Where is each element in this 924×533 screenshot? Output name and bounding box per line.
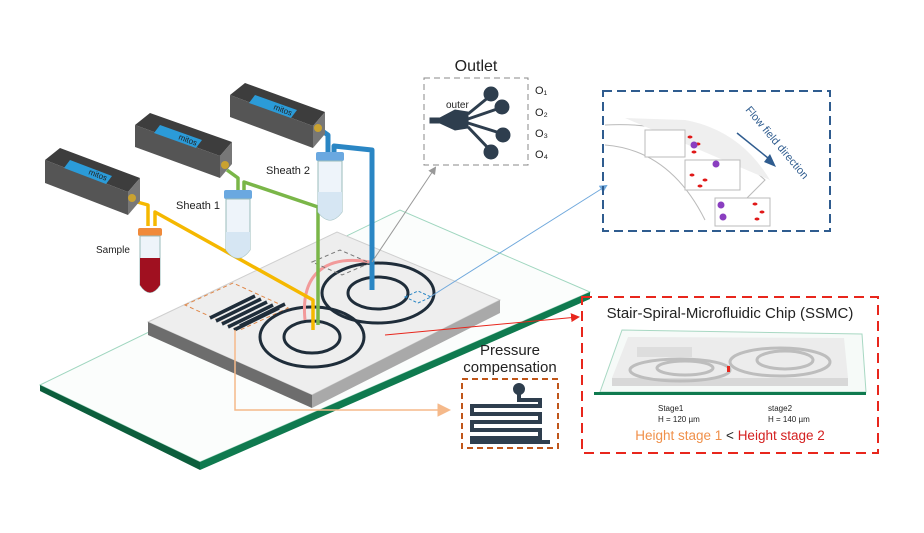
outlet-callout-arrow — [371, 166, 437, 263]
stage2-height: H = 140 µm — [768, 415, 810, 424]
outlet-channels — [429, 86, 511, 160]
sample-label: Sample — [96, 245, 130, 256]
sheath1-label: Sheath 1 — [176, 200, 220, 212]
ssmc-title: Stair-Spiral-Microfluidic Chip (SSMC) — [607, 305, 854, 322]
ssmc-chip-render — [594, 329, 867, 395]
channel-cross-sections — [604, 118, 771, 227]
stage1-height: H = 120 µm — [658, 415, 700, 424]
serpentine-icon — [470, 383, 550, 444]
connecting-tube — [302, 258, 371, 321]
outlet-title: Outlet — [455, 58, 498, 75]
pump-sample: mitos — [45, 148, 140, 215]
outlet-o3: O₃ — [535, 128, 548, 140]
pump-sheath1: mitos — [135, 113, 232, 178]
sheath1-tubing — [225, 168, 240, 190]
ssmc-inset-box — [581, 296, 879, 454]
outlet-outer-label: outer — [446, 100, 469, 111]
outlet-o1: O₁ — [535, 85, 548, 97]
sheath1-to-chip-tubing — [242, 180, 320, 325]
sheath2-label: Sheath 2 — [266, 165, 310, 177]
sheath2-tube — [316, 152, 344, 221]
microfluidic-chip — [146, 231, 502, 408]
height-stage2-text: Height stage 2 — [738, 428, 825, 443]
height-comparison: Height stage 1 < Height stage 2 — [635, 428, 825, 443]
sheath1-tube — [224, 190, 252, 259]
outlet-o2: O₂ — [535, 107, 548, 119]
stage1-name: Stage1 — [658, 404, 684, 413]
serpentine-channel — [209, 294, 286, 332]
outlet-inset-box — [423, 77, 529, 166]
outlet-o4: O₄ — [535, 149, 549, 161]
sample-tube — [138, 228, 162, 293]
flow-arrowhead-icon — [764, 154, 776, 167]
ssmc-callout-arrow — [384, 313, 580, 336]
less-than-sign: < — [722, 428, 737, 443]
flow-region — [403, 290, 433, 304]
sheath2-to-chip-tubing — [331, 143, 375, 290]
stage2-name: stage2 — [768, 404, 793, 413]
flow-inset-box — [602, 90, 831, 232]
pressure-callout-arrow — [234, 330, 451, 417]
pressure-inset-box — [461, 378, 559, 449]
pressure-label-2: compensation — [463, 359, 556, 376]
spiral-stage2 — [320, 261, 436, 325]
pressure-label-1: Pressure — [480, 342, 540, 359]
flow-callout-arrow — [429, 184, 608, 298]
height-stage1-text: Height stage 1 — [635, 428, 722, 443]
pump-sheath2: mitos — [230, 83, 325, 148]
flow-direction-arrow — [736, 132, 769, 159]
